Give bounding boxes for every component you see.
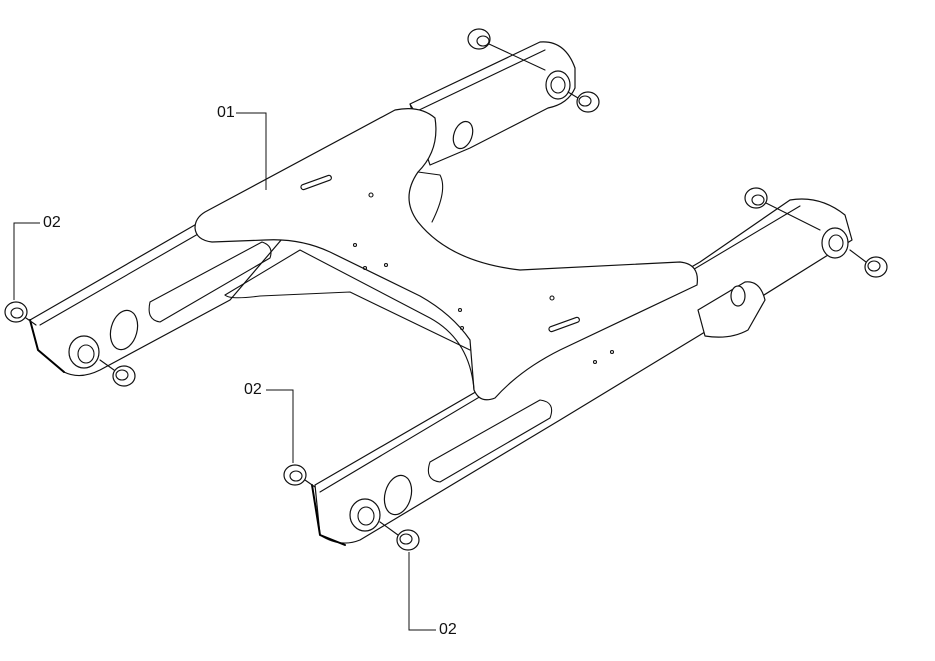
bush-rear-right-bottom xyxy=(576,91,600,113)
callout-02-left: 02 xyxy=(43,214,61,231)
callout-02-front-bottom: 02 xyxy=(439,621,457,638)
bush-rear-right-top xyxy=(467,28,491,50)
front-right-arm xyxy=(311,198,853,546)
bush-front-right-side xyxy=(864,256,888,278)
central-frame-plate xyxy=(194,108,698,401)
leader-01 xyxy=(236,112,267,190)
rear-left-arm xyxy=(29,211,306,377)
leader-02-front-top xyxy=(266,389,294,463)
bush-left-bottom xyxy=(112,365,136,387)
callout-02-front-top: 02 xyxy=(244,381,262,398)
leader-02-front-bottom xyxy=(408,552,436,631)
leader-02-left xyxy=(13,222,40,300)
bush-front-bottom xyxy=(396,529,420,551)
bush-left-top xyxy=(4,301,28,323)
rear-right-arm xyxy=(409,41,576,166)
bush-front-top xyxy=(283,464,307,486)
bush-front-right-top xyxy=(744,187,768,209)
callout-01: 01 xyxy=(217,104,235,121)
